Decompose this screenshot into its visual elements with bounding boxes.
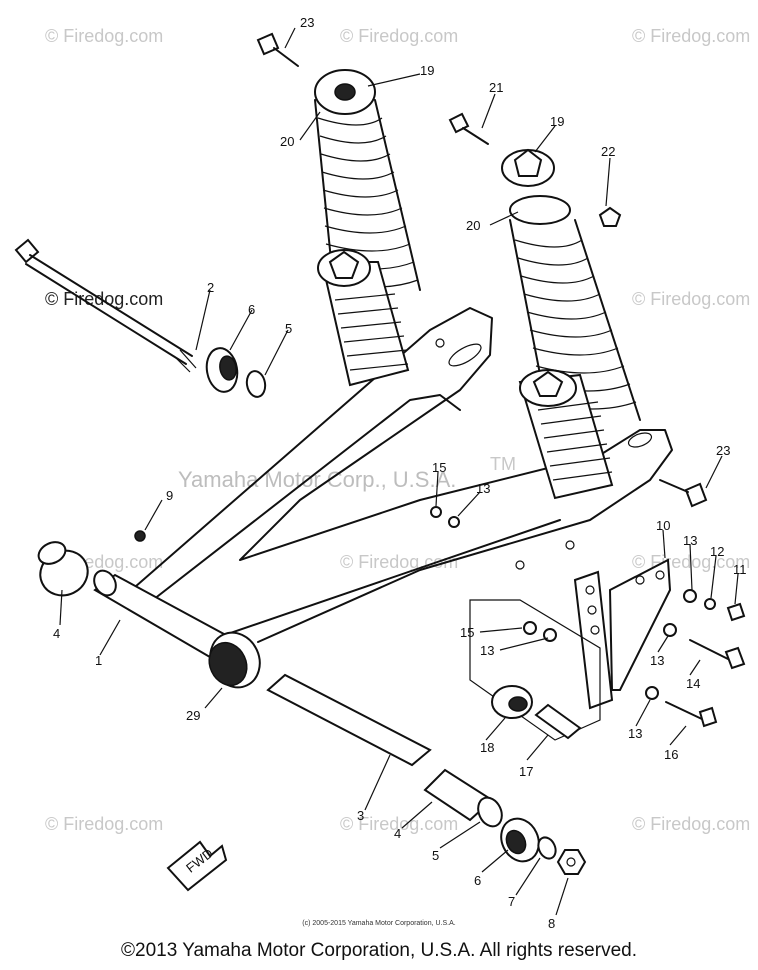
callout-6: 6 <box>474 873 481 888</box>
callout-12: 12 <box>710 544 724 559</box>
callout-5: 5 <box>432 848 439 863</box>
firedog-watermark: © Firedog.com <box>45 26 163 46</box>
callout-16: 16 <box>664 747 678 762</box>
right-shock <box>448 112 708 508</box>
firedog-watermark: © Firedog.com <box>632 289 750 309</box>
firedog-watermark: © Firedog.com <box>632 26 750 46</box>
callout-11: 11 <box>733 562 747 577</box>
firedog-watermark: © Firedog.com <box>45 289 163 309</box>
callout-15: 15 <box>432 460 446 475</box>
callout-1: 1 <box>95 653 102 668</box>
firedog-watermark: © Firedog.com <box>340 814 458 834</box>
callout-13: 13 <box>476 481 490 496</box>
callout-7: 7 <box>508 894 515 909</box>
firedog-watermark: © Firedog.com <box>632 814 750 834</box>
callout-8: 8 <box>548 916 555 931</box>
callout-21: 21 <box>489 80 503 95</box>
left-shock <box>256 32 421 387</box>
pivot-assembly <box>37 541 587 875</box>
callout-19: 19 <box>550 114 564 129</box>
callout-18: 18 <box>480 740 494 755</box>
callout-13: 13 <box>650 653 664 668</box>
small-copyright: (c) 2005-2015 Yamaha Motor Corporation, … <box>302 920 456 927</box>
callout-19: 19 <box>420 63 434 78</box>
callout-13: 13 <box>480 643 494 658</box>
callout-17: 17 <box>519 764 533 779</box>
callout-9: 9 <box>166 488 173 503</box>
callout-4: 4 <box>53 626 60 641</box>
callout-22: 22 <box>601 144 615 159</box>
callout-20: 20 <box>466 218 480 233</box>
callout-13: 13 <box>628 726 642 741</box>
callout-3: 3 <box>357 808 364 823</box>
callout-2: 2 <box>207 280 214 295</box>
firedog-watermark: © Firedog.com <box>340 26 458 46</box>
swing-arm <box>119 307 673 643</box>
fwd-arrow: FWD <box>166 840 228 892</box>
footer-copyright: ©2013 Yamaha Motor Corporation, U.S.A. A… <box>121 940 637 961</box>
callout-10: 10 <box>656 518 670 533</box>
leader-lines <box>59 27 739 916</box>
callout-labels: 23 19 20 21 19 22 20 2 6 5 23 15 13 9 10… <box>53 15 747 931</box>
callout-4: 4 <box>394 826 401 841</box>
bracket-assembly <box>430 506 746 741</box>
callout-5: 5 <box>285 321 292 336</box>
callout-15: 15 <box>460 625 474 640</box>
callout-23: 23 <box>716 443 730 458</box>
callout-23: 23 <box>300 15 314 30</box>
callout-29: 29 <box>186 708 200 723</box>
firedog-watermark: © Firedog.com <box>45 814 163 834</box>
callout-20: 20 <box>280 134 294 149</box>
pivot-bolt <box>14 238 267 542</box>
callout-6: 6 <box>248 302 255 317</box>
trademark-mark: TM <box>490 454 516 474</box>
callout-13: 13 <box>683 533 697 548</box>
callout-14: 14 <box>686 676 700 691</box>
